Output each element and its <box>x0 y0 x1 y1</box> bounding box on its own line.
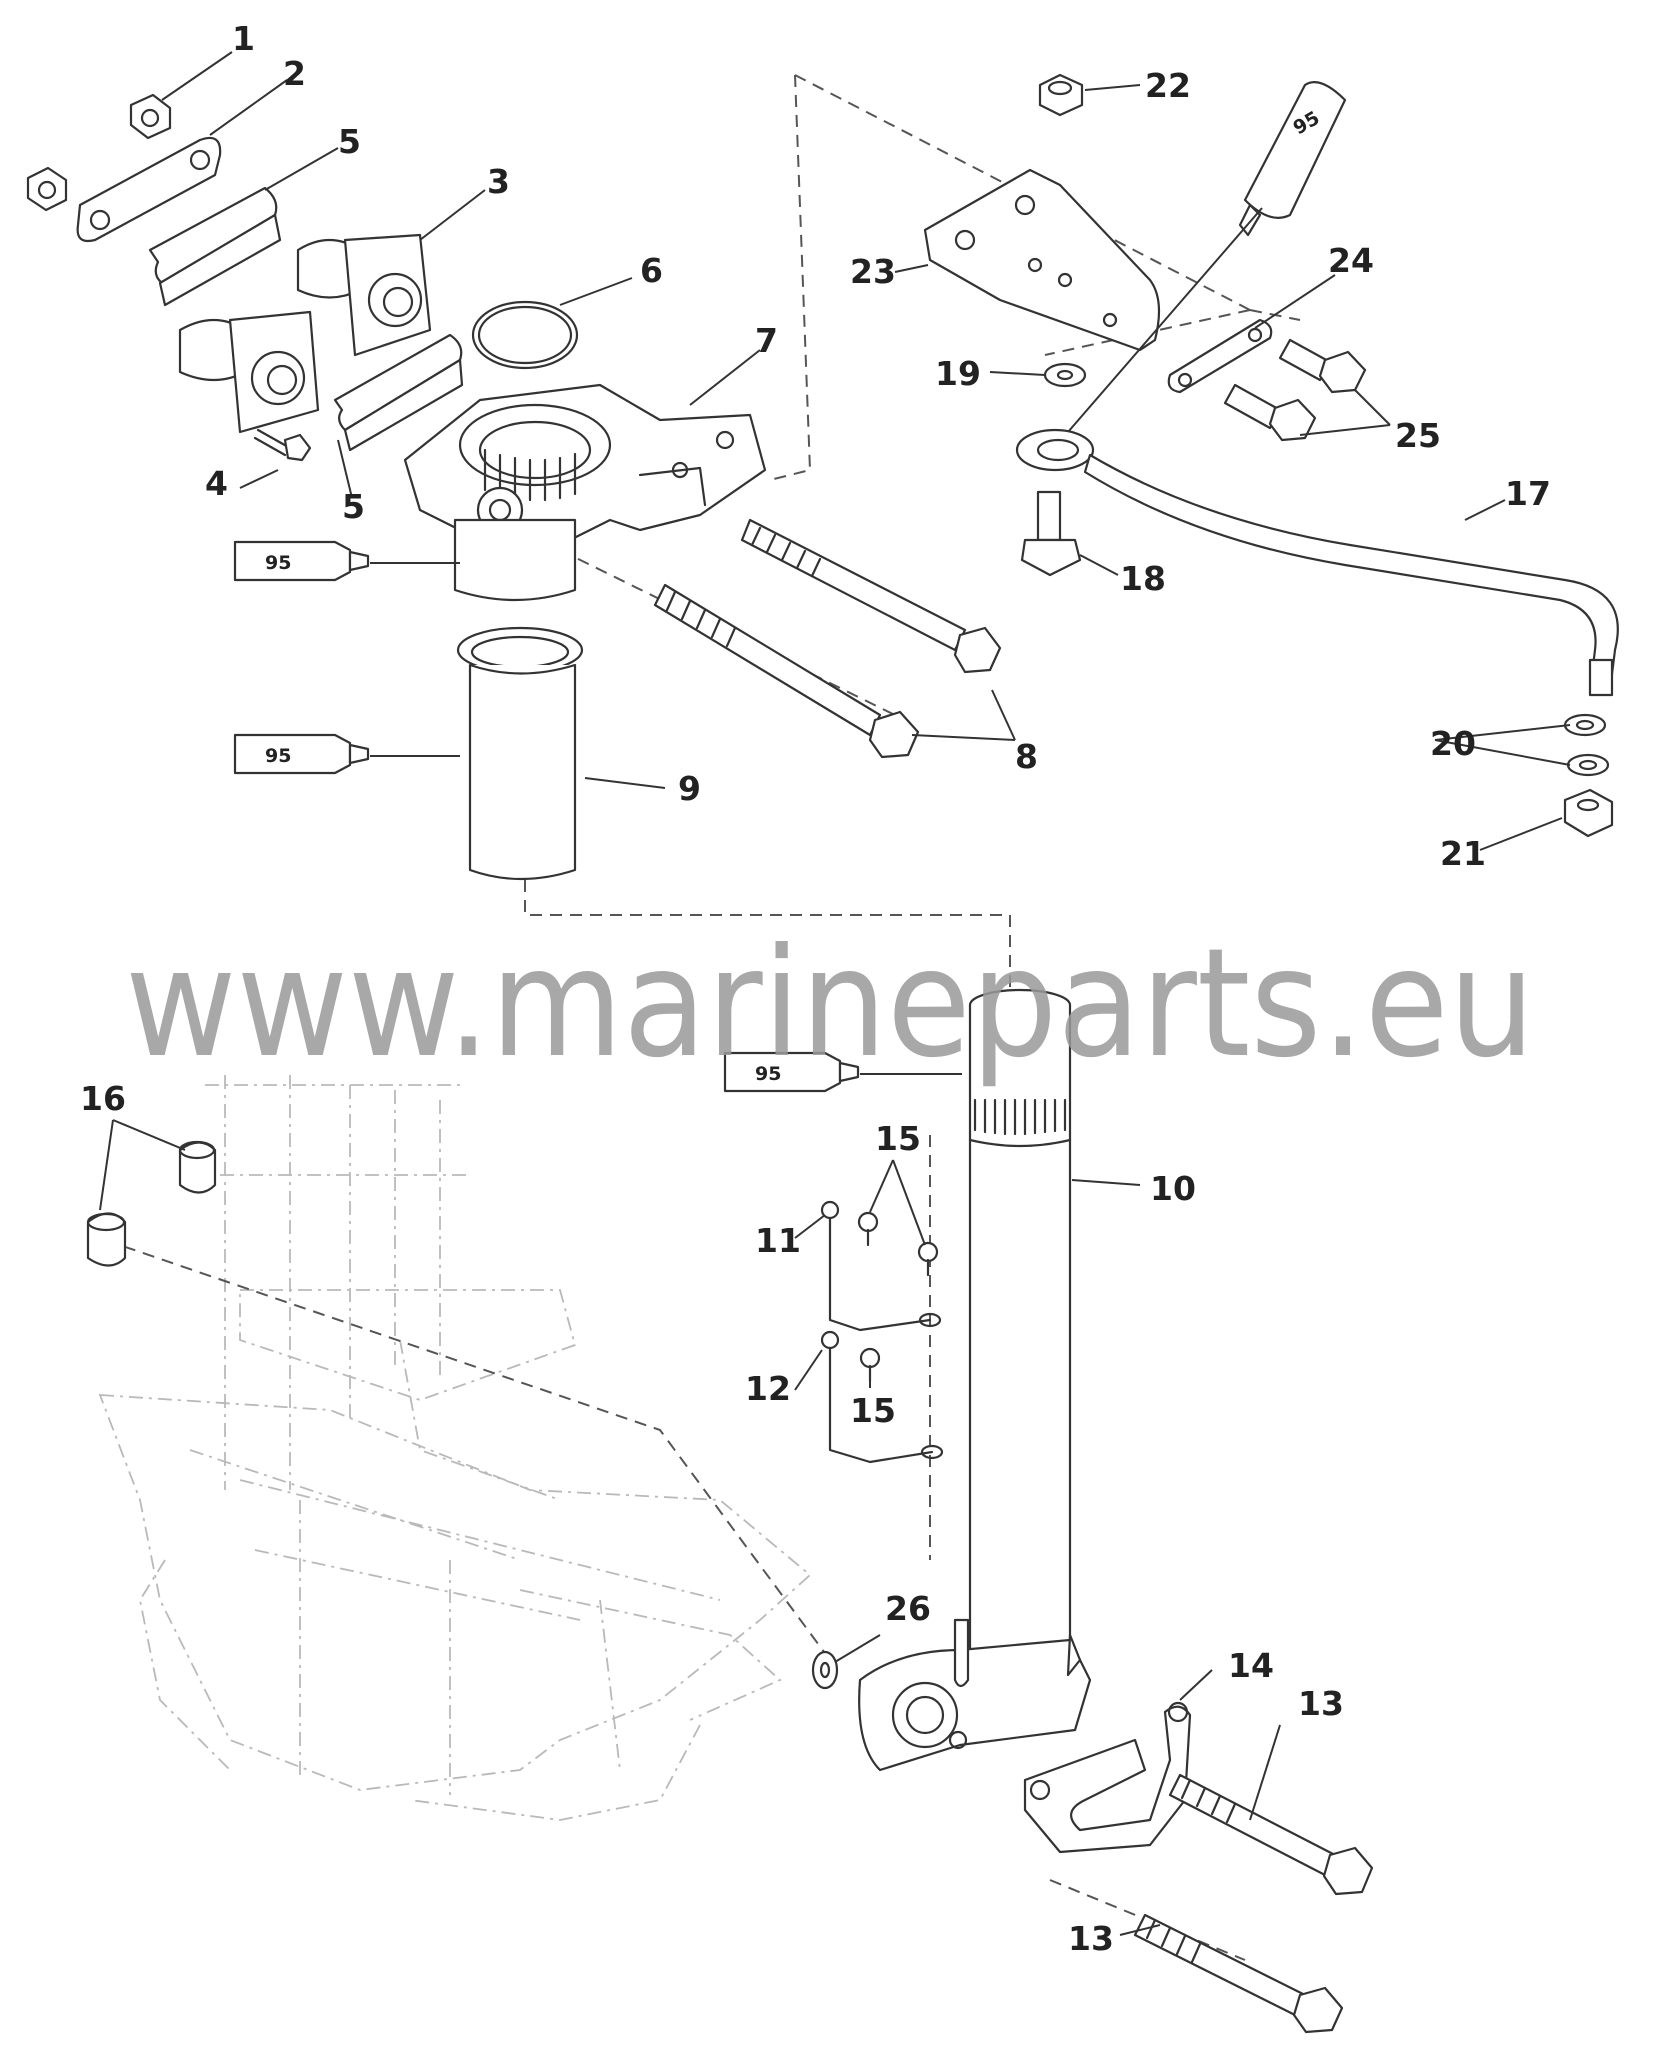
watermark-text: www.marineparts.eu <box>125 917 1535 1091</box>
callout-3: 3 <box>487 162 510 201</box>
plug-16-a <box>178 1140 217 1194</box>
callout-15-upper: 15 <box>875 1119 921 1158</box>
callout-20: 20 <box>1430 724 1476 763</box>
callout-5-lower: 5 <box>342 487 365 526</box>
callout-2: 2 <box>283 54 306 93</box>
nut-1b <box>26 166 68 212</box>
callout-1: 1 <box>232 19 255 58</box>
ground-strap-12 <box>820 1330 944 1464</box>
callout-16: 16 <box>80 1079 126 1118</box>
sealant-label: 95 <box>265 745 291 767</box>
callout-12: 12 <box>745 1369 791 1408</box>
swivel-head-7 <box>403 383 767 602</box>
sleeve-9 <box>456 626 584 881</box>
mount-block-3-rear <box>296 233 432 357</box>
screw-4 <box>253 428 312 462</box>
plate-24 <box>1167 318 1273 394</box>
u-clamp-14 <box>1023 1701 1192 1854</box>
bolt-13-lower <box>1133 1913 1344 2034</box>
sealant-tube-2: 95 <box>233 733 370 775</box>
strap-plate-5-upper <box>148 186 282 307</box>
callout-25: 25 <box>1395 416 1441 455</box>
callout-4: 4 <box>205 464 228 503</box>
callout-13-lower: 13 <box>1068 1919 1114 1958</box>
callout-15-lower: 15 <box>850 1391 896 1430</box>
bolt-8-lower <box>653 583 920 759</box>
callout-9: 9 <box>678 769 701 808</box>
lower-unit-housing-ghost <box>98 1075 812 1821</box>
callout-11: 11 <box>755 1221 801 1260</box>
callout-10: 10 <box>1150 1169 1196 1208</box>
sealant-tube-top-right: 95 <box>1238 81 1347 237</box>
bolt-8-upper <box>740 518 1002 674</box>
washer-20-b <box>1566 753 1610 777</box>
steering-tube-10 <box>968 988 1072 1699</box>
callout-22: 22 <box>1145 66 1191 105</box>
screw-15-a <box>857 1211 879 1247</box>
callout-7: 7 <box>755 321 778 360</box>
callout-24: 24 <box>1328 241 1374 280</box>
nut-22 <box>1038 73 1084 117</box>
callout-8: 8 <box>1015 737 1038 776</box>
callout-23: 23 <box>850 252 896 291</box>
bolt-25-a <box>1278 338 1367 394</box>
strap-2 <box>76 136 222 243</box>
sealant-label: 95 <box>755 1063 781 1085</box>
callout-18: 18 <box>1120 559 1166 598</box>
leader-lines <box>99 51 1571 1936</box>
callout-21: 21 <box>1440 834 1486 873</box>
ground-strap-11 <box>820 1200 942 1332</box>
nut-21 <box>1563 788 1614 838</box>
callout-19: 19 <box>935 354 981 393</box>
sealant-label: 95 <box>265 552 291 574</box>
screw-15-b <box>917 1241 939 1277</box>
plate-23 <box>923 168 1161 352</box>
plug-16-b <box>86 1212 127 1267</box>
callout-14: 14 <box>1228 1646 1274 1685</box>
washer-26 <box>811 1650 839 1690</box>
bolt-13-upper <box>1168 1773 1374 1896</box>
washer-19 <box>1043 362 1087 388</box>
callout-5-upper: 5 <box>338 122 361 161</box>
callout-26: 26 <box>885 1589 931 1628</box>
nut-1 <box>129 93 172 140</box>
callout-labels: 1 2 3 4 5 5 6 7 8 9 10 11 12 13 13 14 15… <box>80 19 1551 1958</box>
strap-plate-5-lower <box>333 333 464 452</box>
mount-block-3-front <box>178 310 320 434</box>
sealant-tube-1: 95 <box>233 540 370 582</box>
callout-17: 17 <box>1505 474 1551 513</box>
callout-6: 6 <box>640 251 663 290</box>
sealant-tube-3: 95 <box>723 1051 860 1093</box>
callout-13-upper: 13 <box>1298 1684 1344 1723</box>
lower-yoke <box>858 1618 1092 1772</box>
link-rod-17 <box>1015 428 1619 697</box>
bolt-18 <box>1020 490 1082 577</box>
o-ring-6 <box>471 300 579 370</box>
bolt-25-b <box>1223 383 1317 442</box>
washer-20-a <box>1563 713 1607 737</box>
